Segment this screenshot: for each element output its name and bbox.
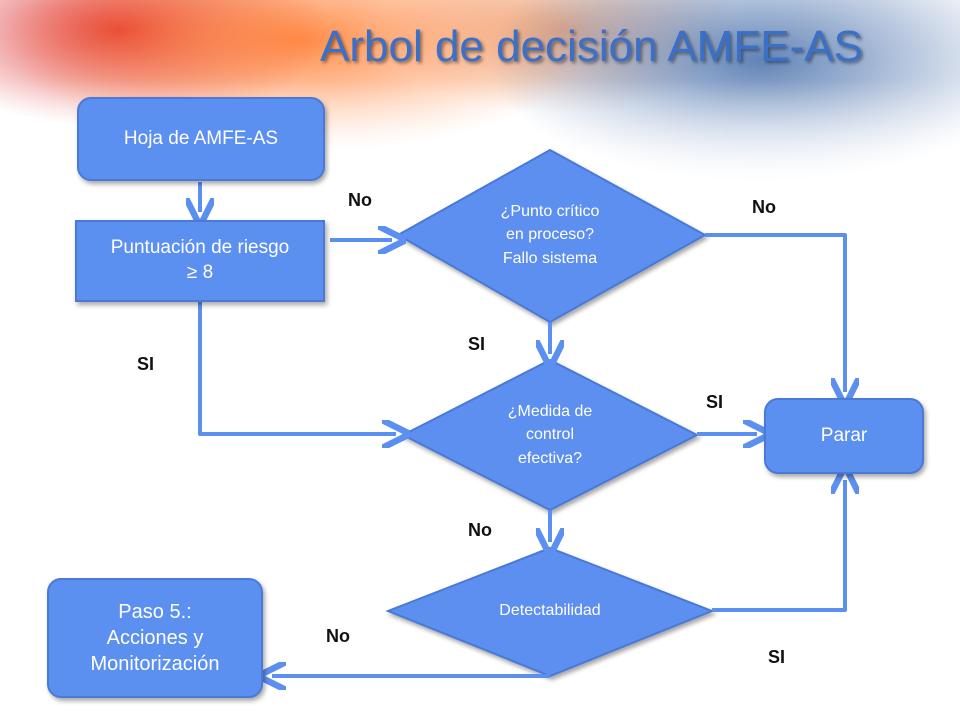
medida-line1: ¿Medida de (507, 403, 593, 421)
punto-critico-line3: Fallo sistema (502, 249, 598, 267)
node-paso5: Paso 5.: Acciones y Monitorización (47, 578, 263, 698)
label-si-puntuacion-to-medida: SI (137, 354, 155, 374)
label-no-detect-to-paso5: No (326, 626, 350, 646)
arrow-puntuacion-to-medida (198, 302, 396, 434)
diamond-punto-critico-text: ¿Punto crítico en proceso? Fallo sistema (450, 190, 650, 280)
diamond-medida-text: ¿Medida de control efectiva? (460, 392, 640, 478)
node-parar-label: Parar (820, 424, 868, 446)
node-hoja-amfe: Hoja de AMFE-AS (77, 97, 325, 181)
label-si-medida-to-parar: SI (706, 392, 724, 412)
node-paso5-line1: Paso 5.: (118, 601, 192, 623)
node-puntuacion-line2: ≥ 8 (186, 262, 214, 283)
label-no-medida-to-detect: No (468, 520, 492, 540)
label-no-punto-to-parar: No (752, 197, 776, 217)
node-paso5-line3: Monitorización (90, 653, 220, 675)
node-parar: Parar (764, 398, 924, 474)
detectabilidad-label: Detectabilidad (499, 602, 601, 620)
node-paso5-line2: Acciones y (106, 627, 204, 649)
medida-line2: control (525, 426, 575, 444)
node-puntuacion-line1: Puntuación de riesgo (110, 237, 290, 259)
arrow-punto-to-parar (705, 233, 845, 392)
slide-title: Arbol de decisión AMFE-AS (320, 22, 863, 71)
node-hoja-label: Hoja de AMFE-AS (123, 127, 279, 149)
medida-line3: efectiva? (517, 449, 583, 467)
diamond-detectabilidad-text: Detectabilidad (450, 596, 650, 626)
arrow-detect-to-parar (712, 480, 845, 612)
label-no-to-punto: No (348, 190, 372, 210)
node-puntuacion-riesgo: Puntuación de riesgo ≥ 8 (75, 220, 325, 302)
punto-critico-line1: ¿Punto crítico (500, 203, 600, 221)
label-si-punto-to-medida: SI (468, 334, 486, 354)
punto-critico-line2: en proceso? (505, 226, 595, 244)
label-si-detect-to-parar: SI (768, 647, 786, 667)
